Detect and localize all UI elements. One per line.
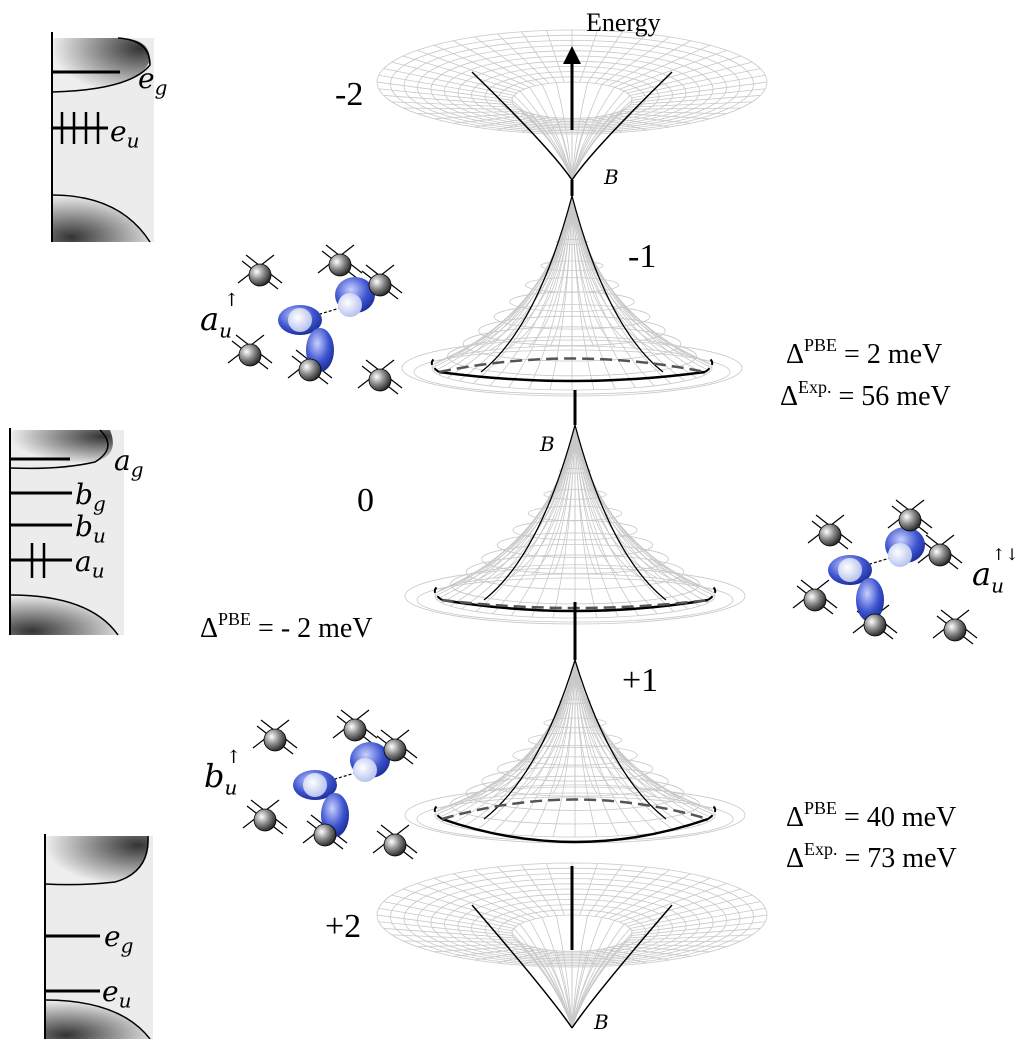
energy-axis-label: Energy bbox=[586, 8, 661, 37]
delta-pbe-plus1: ΔPBE = 40 meV bbox=[786, 798, 957, 833]
charge-minus2: -2 bbox=[335, 76, 364, 113]
charge-plus1: +1 bbox=[622, 662, 659, 699]
energy-axis bbox=[563, 46, 581, 950]
level-eu-label: eu bbox=[102, 975, 132, 1013]
level-eg-label: eg bbox=[104, 920, 134, 958]
molecule-minus1 bbox=[227, 244, 403, 395]
branch-point-label: B bbox=[540, 432, 555, 456]
level-bg-label: bg bbox=[75, 478, 106, 516]
level-eg-label: eg bbox=[138, 62, 168, 100]
surface-minus1 bbox=[401, 195, 743, 397]
molecules bbox=[227, 244, 978, 860]
band-panel-middle bbox=[9, 428, 124, 636]
level-eu-label: eu bbox=[110, 115, 140, 153]
charge-plus2: +2 bbox=[325, 908, 362, 945]
level-ag-label: ag bbox=[114, 444, 144, 482]
level-bu-label: bu bbox=[75, 510, 106, 548]
surface-zero bbox=[404, 424, 746, 625]
orbital-au-up-label: au↑ bbox=[200, 290, 240, 343]
delta-pbe-minus1: ΔPBE = 2 meV bbox=[786, 335, 943, 370]
surface-plus2 bbox=[376, 862, 768, 1029]
orbital-bu-up-label: bu↑ bbox=[204, 747, 242, 800]
delta-exp-plus1: ΔExp. = 73 meV bbox=[786, 839, 957, 874]
charge-minus1: -1 bbox=[628, 238, 657, 275]
energy-surfaces bbox=[376, 29, 768, 1029]
delta-exp-minus1: ΔExp. = 56 meV bbox=[780, 377, 951, 412]
orbital-au-pair-label: au↑↓ bbox=[972, 545, 1017, 598]
level-au-label: au bbox=[75, 545, 105, 583]
spin-pair-icon bbox=[30, 543, 46, 578]
delta-pbe-zero: ΔPBE = - 2 meV bbox=[200, 609, 373, 644]
molecule-plus1 bbox=[242, 709, 418, 860]
charge-zero: 0 bbox=[357, 482, 374, 519]
spin-arrows-icon bbox=[60, 112, 100, 144]
band-panel-top bbox=[51, 32, 154, 243]
branch-point-label: B bbox=[604, 165, 619, 189]
surface-plus1 bbox=[404, 659, 746, 844]
branch-point-label: B bbox=[594, 1010, 609, 1034]
band-panel-bottom bbox=[44, 834, 153, 1039]
molecule-zero bbox=[792, 499, 978, 645]
